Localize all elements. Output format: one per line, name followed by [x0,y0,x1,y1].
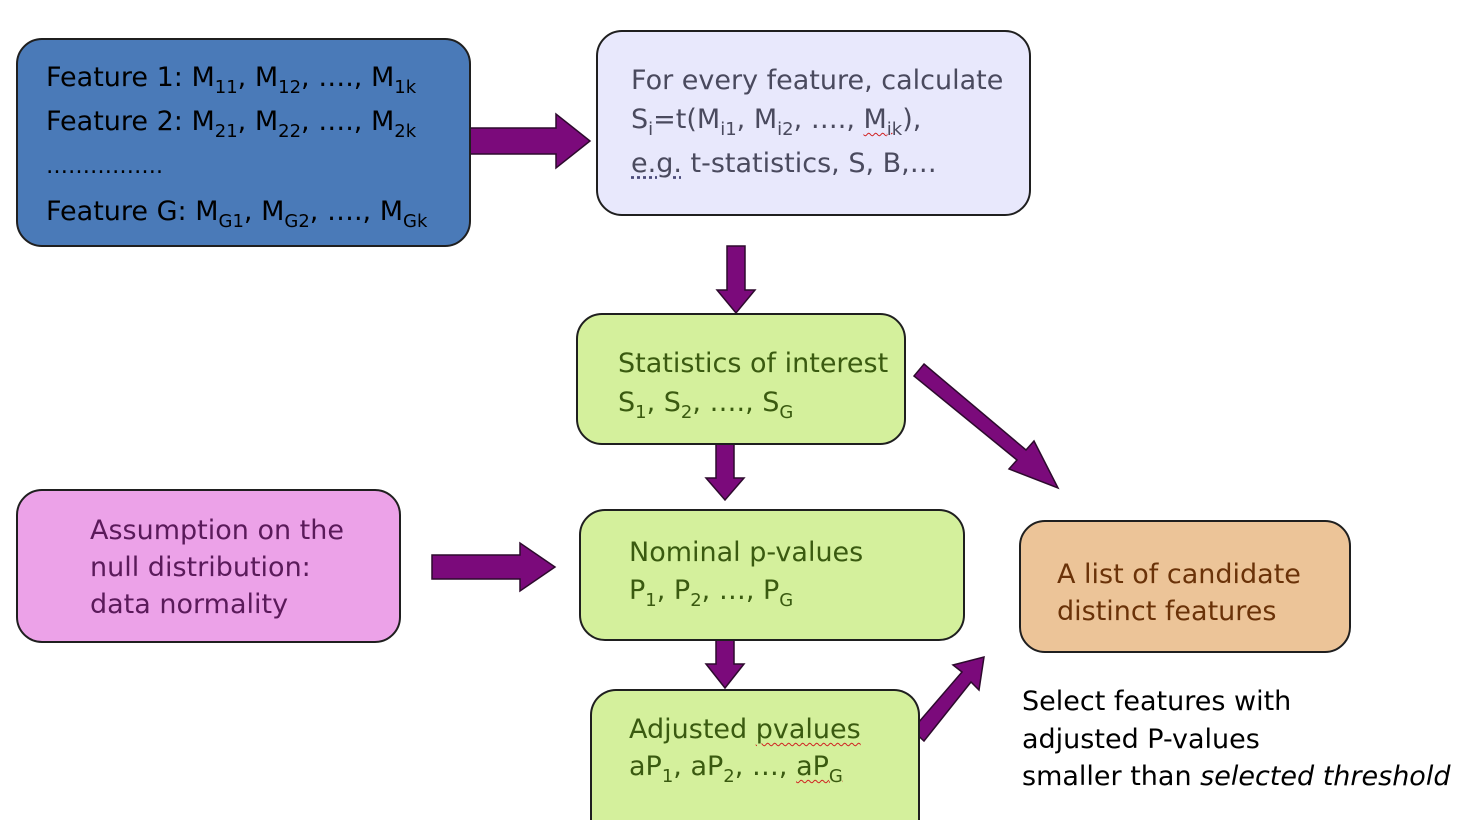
text: , M [243,196,285,227]
feature-g-label: Feature G: M [46,196,219,227]
subscript: G1 [218,211,244,232]
feature-1-row: Feature 1: M11, M12, …., M1k [46,62,416,97]
nominal-line-1: Nominal p-values [629,537,864,568]
assumption-line-1: Assumption on the [90,515,344,546]
text: Adjusted [629,714,756,745]
subscript: i2 [777,119,794,140]
text: , M [237,106,279,137]
text: S [631,104,649,135]
subscript: Gk [403,211,428,232]
text: , …., M [309,196,404,227]
text: smaller than [1022,761,1201,792]
text: S [618,387,636,418]
nominal-line-2: P1, P2, …, PG [629,575,793,610]
text: , …., M [301,62,395,93]
stats-line-1: Statistics of interest [618,348,889,379]
arrow-assumption-to-nominal [431,541,557,593]
assumption-box: Assumption on the null distribution: dat… [16,489,401,643]
subscript: 1k [394,77,417,98]
text: , P [656,575,691,606]
feature-2-label: Feature 2: M [46,106,215,137]
candidate-line-1: A list of candidate [1057,559,1301,590]
subscript: 22 [278,121,302,142]
calc-line-1: For every feature, calculate [631,65,1004,96]
text: , S [646,387,681,418]
subscript: 2 [723,766,735,787]
adjusted-line-1: Adjusted pvalues [629,716,861,743]
subscript: G [779,402,794,423]
calculation-box: For every feature, calculate Si=t(Mi1, M… [596,30,1031,216]
subscript: G [779,590,794,611]
text: t-statistics, S, B,… [681,148,937,179]
adjusted-line-2: aP1, aP2, …, aPG [629,751,843,786]
text: , aP [673,751,724,782]
feature-ellipsis-row: ……………. [46,154,163,179]
text: , …, P [701,575,780,606]
text: aP [796,751,829,782]
subscript: i [648,119,654,140]
calc-line-2: Si=t(Mi1, Mi2, …., Mik), [631,104,922,139]
text: , …., M [301,106,395,137]
subscript: 2 [680,402,693,423]
text: , M [237,62,279,93]
candidate-features-box: A list of candidate distinct features [1019,520,1351,653]
statistics-box: Statistics of interest S1, S2, …., SG [576,313,906,445]
text: , …., [793,104,864,135]
spellcheck-word: Mik [863,104,903,139]
feature-g-row: Feature G: MG1, MG2, …., MGk [46,196,427,231]
text: , …, [734,751,797,782]
subscript: G [828,766,843,787]
subscript: 1 [635,402,647,423]
text: P [629,575,646,606]
subscript: 2 [690,590,702,611]
stats-line-2: S1, S2, …., SG [618,387,793,422]
text: , …., S [692,387,780,418]
arrow-calc-to-stats [715,245,757,315]
features-box: Feature 1: M11, M12, …., M1k Feature 2: … [16,38,471,247]
spellcheck-word: pvalues [755,714,861,745]
subscript: 1 [661,766,674,787]
spellcheck-word: aPG [796,751,843,786]
text: , M [736,104,778,135]
threshold-text: selected threshold [1200,761,1451,792]
feature-1-label: Feature 1: M [46,62,215,93]
subscript: i1 [720,119,737,140]
note-line-2: adjusted P-values [1022,724,1260,755]
subscript: ik [886,119,903,140]
arrow-adjusted-to-candidates [910,655,985,743]
subscript: 1 [645,590,657,611]
subscript: 2k [394,121,417,142]
calc-line-3: e.g. t-statistics, S, B,… [631,150,937,177]
nominal-pvalues-box: Nominal p-values P1, P2, …, PG [579,509,965,641]
adjusted-pvalues-box: Adjusted pvalues aP1, aP2, …, aPG [590,689,920,820]
subscript: 12 [278,77,302,98]
text: aP [629,751,662,782]
arrow-features-to-calc [466,112,592,170]
eg-abbrev: e.g. [631,148,682,179]
feature-2-row: Feature 2: M21, M22, …., M2k [46,106,416,141]
candidate-line-2: distinct features [1057,596,1277,627]
note-line-3: smaller than selected threshold [1022,763,1450,790]
subscript: G2 [284,211,310,232]
subscript: 11 [214,77,238,98]
text: ), [902,104,922,135]
assumption-line-2: null distribution: [90,552,311,583]
note-line-1: Select features with [1022,686,1292,717]
text: M [863,104,887,135]
text: =t(M [653,104,721,135]
subscript: 21 [214,121,238,142]
assumption-line-3: data normality [90,589,289,620]
arrow-stats-to-candidates [912,362,1060,490]
